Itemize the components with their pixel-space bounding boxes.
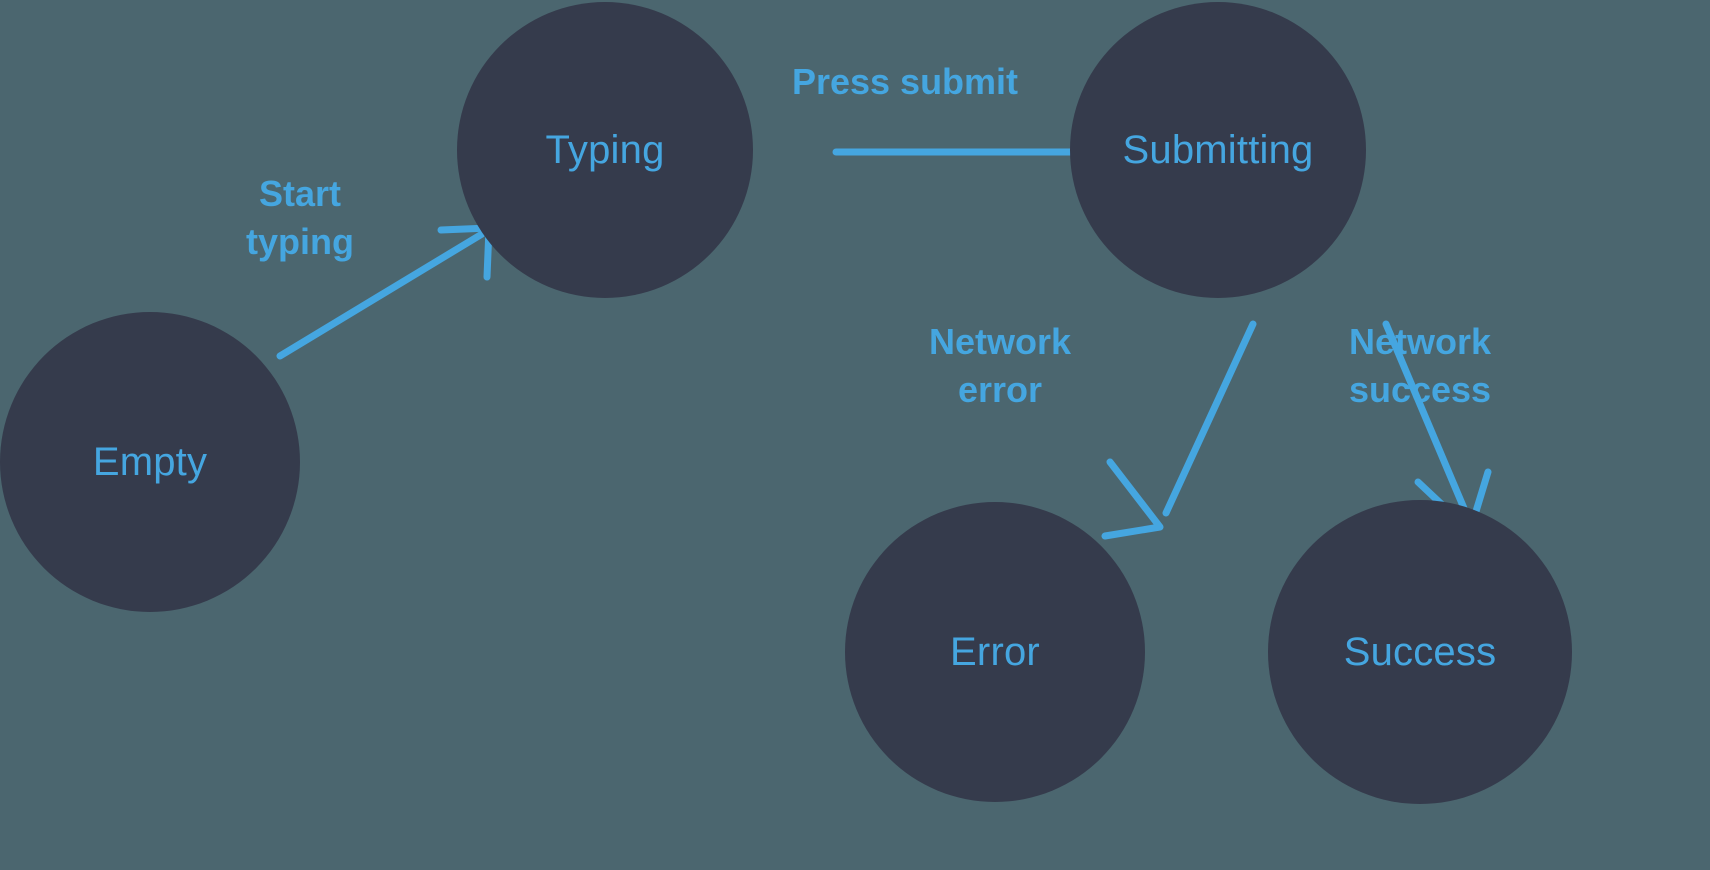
edge-network-error-arrowhead — [1101, 458, 1164, 540]
edge-label-press-submit: Press submit — [791, 61, 1019, 102]
edge-network-error — [1101, 320, 1257, 540]
state-node-empty[interactable]: Empty — [0, 312, 300, 612]
state-node-empty-label: Empty — [92, 439, 208, 484]
state-node-typing[interactable]: Typing — [457, 2, 753, 298]
edge-label-start-typing: Start typing — [246, 173, 354, 262]
state-node-typing-label: Typing — [545, 127, 665, 172]
edge-network-error-line — [1162, 320, 1257, 517]
state-node-submitting-label: Submitting — [1122, 127, 1314, 172]
state-node-error[interactable]: Error — [845, 502, 1145, 802]
edge-label-network-success: Network success — [1348, 321, 1492, 410]
edge-label-network-error: Network error — [928, 321, 1072, 410]
edge-start-typing-arrowhead — [437, 224, 493, 281]
state-node-error-label: Error — [950, 629, 1040, 674]
state-node-submitting[interactable]: Submitting — [1070, 2, 1366, 298]
state-node-success[interactable]: Success — [1268, 500, 1572, 804]
state-node-success-label: Success — [1343, 629, 1497, 674]
